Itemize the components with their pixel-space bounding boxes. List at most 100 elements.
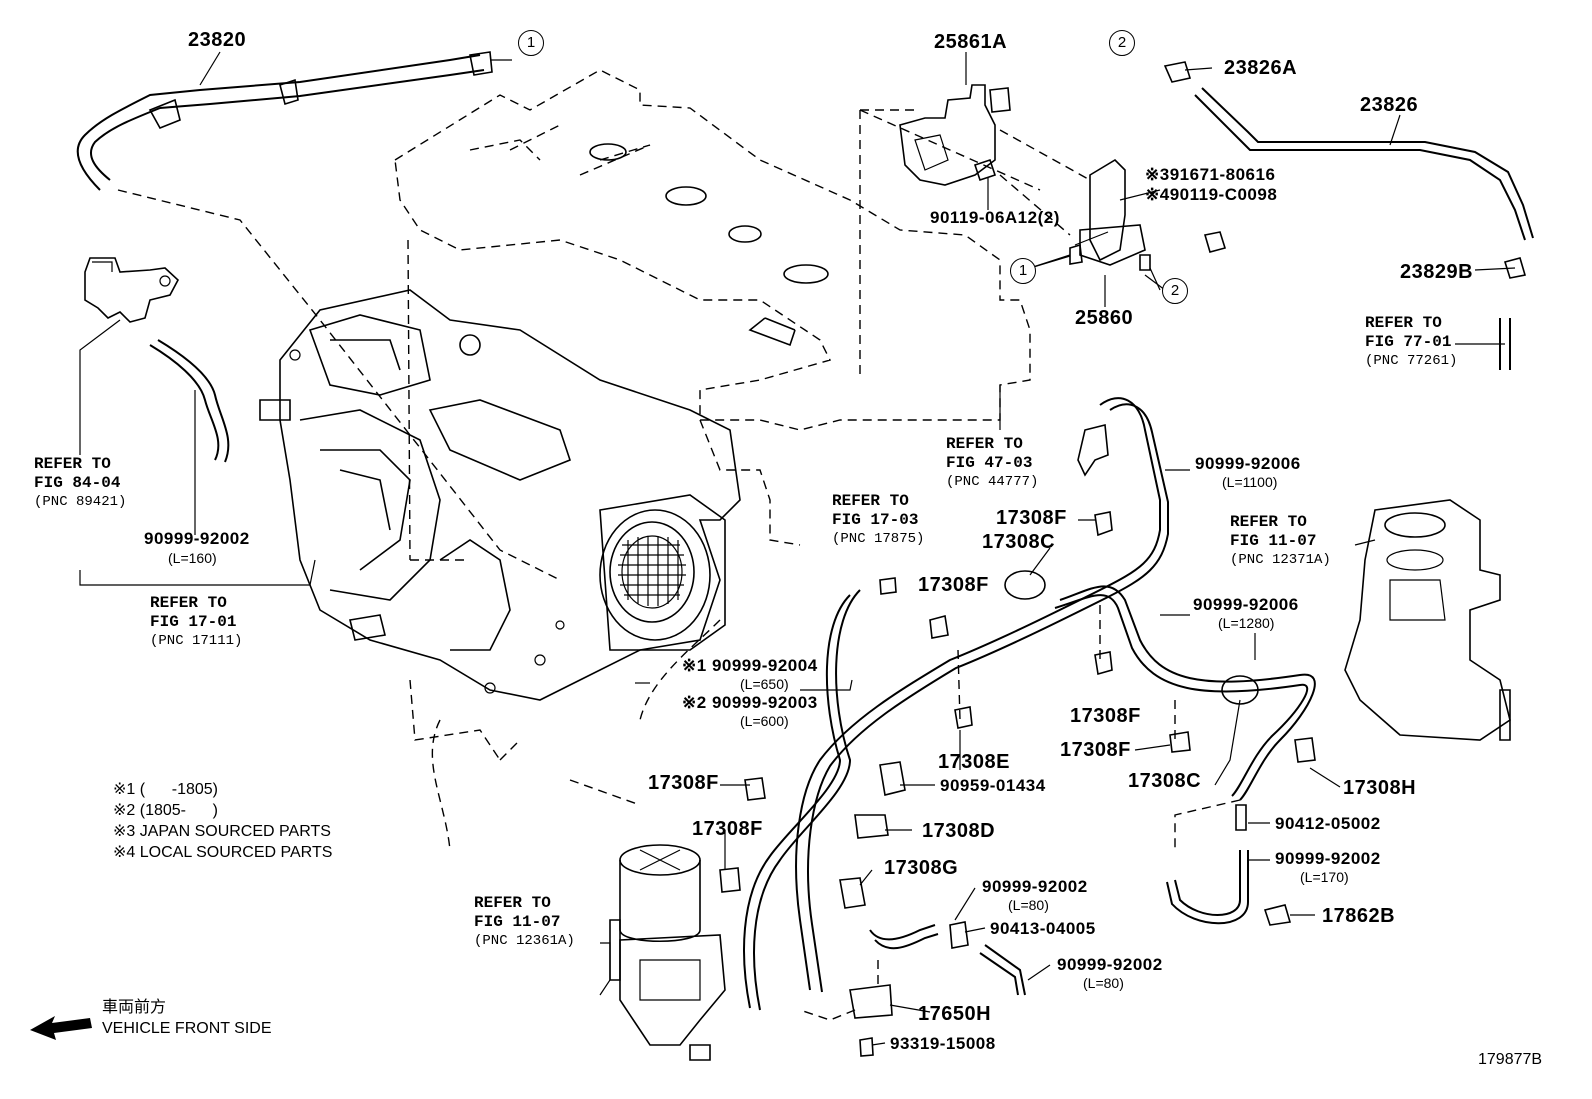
length-label-1280: (L=1280) — [1218, 615, 1275, 631]
part-label-90999-92002-a: 90999-92002 — [144, 529, 250, 548]
refer-fig-17-01: REFER TO FIG 17-01 (PNC 17111) — [150, 595, 242, 648]
part-label-90999-92006-a: 90999-92006 — [1195, 454, 1301, 473]
part-label-90999-92006-b: 90999-92006 — [1193, 595, 1299, 614]
part-label-25861A: 25861A — [934, 31, 1008, 53]
part-label-91671-80616: ※391671-80616 — [1145, 166, 1275, 183]
part-number: 90119-C0098 — [1169, 185, 1278, 204]
vsv-assembly — [859, 84, 1227, 291]
front-arrow-icon — [30, 1016, 92, 1040]
part-label-17308D: 17308D — [922, 820, 996, 842]
part-number: 91671-80616 — [1169, 165, 1276, 184]
figure-id: 179877B — [1478, 1051, 1543, 1068]
hose-23826 — [1163, 61, 1534, 370]
refer-line: REFER TO — [1365, 314, 1442, 332]
part-label-93319-15008: 93319-15008 — [890, 1034, 996, 1053]
part-number: 90999-92003 — [711, 693, 818, 712]
part-label-90412-05002: 90412-05002 — [1275, 814, 1381, 833]
refer-fig-47-03: REFER TO FIG 47-03 (PNC 44777) — [946, 436, 1038, 489]
part-label-17308G: 17308G — [884, 857, 959, 879]
part-label-90959-01434: 90959-01434 — [940, 776, 1046, 795]
part-label-90119-06A12: 90119-06A12(2) — [930, 208, 1060, 227]
engine-outline — [394, 69, 1031, 851]
refer-line: REFER TO — [150, 594, 227, 612]
marker-3: ※3 — [1145, 165, 1170, 184]
length-label-80-a: (L=80) — [1008, 897, 1049, 913]
callout-1-top: 1 — [518, 30, 544, 56]
intake-manifold — [259, 289, 741, 701]
part-label-90999-92003: ※2 90999-92003 — [682, 694, 818, 711]
part-label-90119-C0098: ※490119-C0098 — [1145, 186, 1277, 203]
refer-fig: FIG 11-07 — [1230, 532, 1317, 550]
part-label-17308F-2: 17308F — [918, 574, 989, 596]
part-label-90999-92004: ※1 90999-92004 — [682, 657, 818, 674]
part-label-17308H: 17308H — [1343, 777, 1417, 799]
callout-2-top: 2 — [1109, 30, 1135, 56]
refer-fig-11-07-a: REFER TO FIG 11-07 (PNC 12371A) — [1230, 514, 1331, 567]
refer-line: REFER TO — [1230, 513, 1307, 531]
notes-legend: ※1 ( -1805) ※2 (1805- ) ※3 JAPAN SOURCED… — [113, 782, 332, 861]
part-label-23829B: 23829B — [1400, 261, 1474, 283]
length-label-1100: (L=1100) — [1222, 474, 1278, 490]
leader-lines — [79, 51, 1516, 1046]
note-4: ※4 LOCAL SOURCED PARTS — [113, 844, 333, 861]
length-label-160: (L=160) — [168, 550, 217, 566]
engine-mount-right — [1344, 499, 1511, 741]
refer-fig-11-07-b: REFER TO FIG 11-07 (PNC 12361A) — [474, 895, 575, 948]
marker-4: ※4 — [1145, 185, 1170, 204]
engine-mount-left — [609, 844, 726, 1061]
note-2: ※2 (1805- ) — [113, 802, 218, 819]
refer-line: REFER TO — [474, 894, 551, 912]
part-label-17308F-4: 17308F — [1060, 739, 1131, 761]
hose-23820 — [76, 51, 561, 581]
clips-fittings — [719, 423, 1316, 1057]
part-label-25860: 25860 — [1075, 307, 1134, 329]
refer-fig-17-03: REFER TO FIG 17-03 (PNC 17875) — [832, 493, 924, 546]
part-label-23826: 23826 — [1360, 94, 1419, 116]
refer-line: REFER TO — [832, 492, 909, 510]
refer-fig-84-04: REFER TO FIG 84-04 (PNC 89421) — [34, 456, 126, 509]
part-label-17308C-2: 17308C — [1128, 770, 1202, 792]
length-label-650: (L=650) — [740, 676, 789, 692]
part-label-90413-04005: 90413-04005 — [990, 919, 1096, 938]
sensor-left — [84, 257, 230, 463]
front-side-jp: 車両前方 — [102, 999, 167, 1016]
refer-fig-77-01: REFER TO FIG 77-01 (PNC 77261) — [1365, 315, 1457, 368]
marker-1: ※1 — [682, 656, 707, 675]
callout-1-vsv: 1 — [1010, 258, 1036, 284]
part-label-90999-92002-c: 90999-92002 — [982, 877, 1088, 896]
refer-pnc: (PNC 17875) — [832, 531, 925, 547]
refer-pnc: (PNC 12361A) — [474, 933, 575, 949]
part-number: 90999-92004 — [711, 656, 818, 675]
part-label-17308F-1: 17308F — [996, 507, 1067, 529]
length-label-80-b: (L=80) — [1083, 975, 1124, 991]
length-label-600: (L=600) — [740, 713, 789, 729]
refer-fig: FIG 47-03 — [946, 454, 1033, 472]
part-label-23826A: 23826A — [1224, 57, 1298, 79]
part-label-17650H: 17650H — [918, 1003, 992, 1025]
part-label-17308F-5: 17308F — [648, 772, 719, 794]
refer-fig: FIG 17-03 — [832, 511, 919, 529]
refer-line: REFER TO — [34, 455, 111, 473]
part-label-23820: 23820 — [188, 29, 247, 51]
refer-fig: FIG 17-01 — [150, 613, 237, 631]
part-label-17862B: 17862B — [1322, 905, 1396, 927]
part-label-90999-92002-b: 90999-92002 — [1275, 849, 1381, 868]
refer-pnc: (PNC 12371A) — [1230, 552, 1331, 568]
length-label-170: (L=170) — [1300, 869, 1349, 885]
note-3: ※3 JAPAN SOURCED PARTS — [113, 823, 331, 840]
refer-pnc: (PNC 89421) — [34, 494, 127, 510]
refer-pnc: (PNC 17111) — [150, 633, 243, 649]
part-label-17308C-1: 17308C — [982, 531, 1056, 553]
callout-2-vsv: 2 — [1162, 278, 1188, 304]
note-1: ※1 ( -1805) — [113, 781, 218, 798]
refer-fig: FIG 77-01 — [1365, 333, 1452, 351]
vacuum-hoses — [743, 397, 1316, 1011]
refer-fig: FIG 11-07 — [474, 913, 561, 931]
part-label-17308F-6: 17308F — [692, 818, 763, 840]
refer-pnc: (PNC 77261) — [1365, 353, 1458, 369]
refer-fig: FIG 84-04 — [34, 474, 121, 492]
front-side-label: VEHICLE FRONT SIDE — [102, 1020, 272, 1037]
part-label-90999-92002-d: 90999-92002 — [1057, 955, 1163, 974]
refer-pnc: (PNC 44777) — [946, 474, 1039, 490]
